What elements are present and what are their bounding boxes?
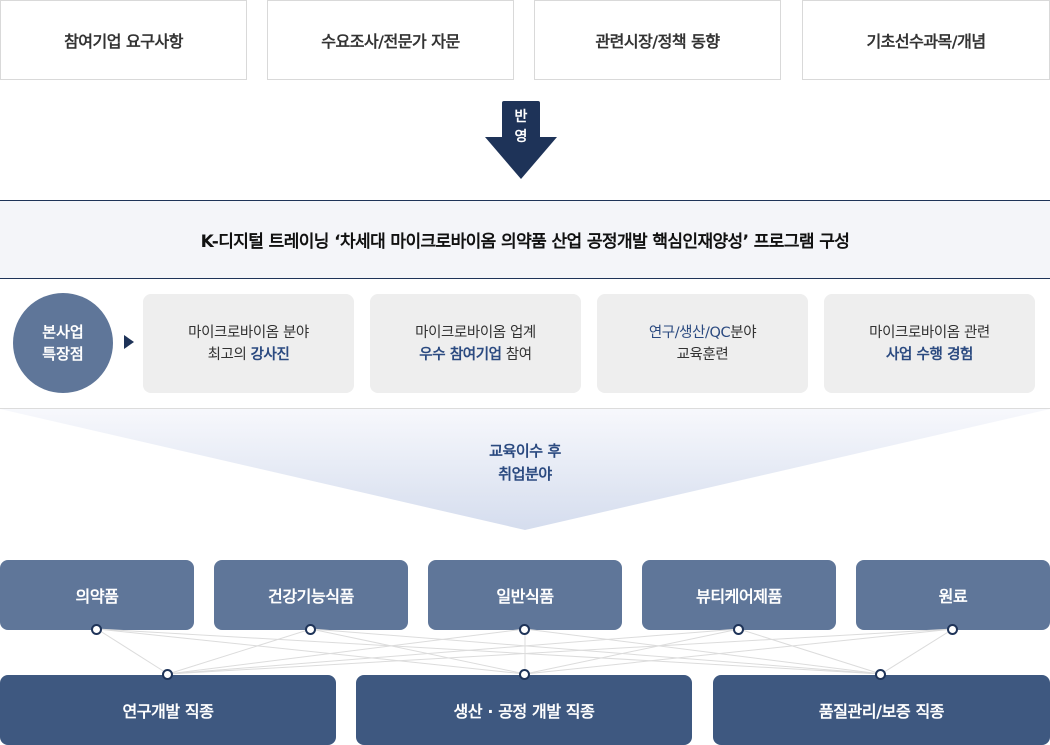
down-arrow-icon xyxy=(485,101,557,179)
feature-line1: 마이크로바이옴 관련 xyxy=(869,324,990,341)
input-box-survey-expert: 수요조사/전문가 자문 xyxy=(267,0,514,80)
feature-circle-line2: 특장점 xyxy=(42,345,84,363)
field-box-pharma: 의약품 xyxy=(0,560,194,630)
field-box-health-food: 건강기능식품 xyxy=(214,560,408,630)
feature-line2: 우수 참여기업 참여 xyxy=(419,346,532,363)
connector-dot xyxy=(875,669,886,680)
feature-line1: 마이크로바이옴 업계 xyxy=(415,324,536,341)
field-box-general-food: 일반식품 xyxy=(428,560,622,630)
input-label: 기초선수과목/개념 xyxy=(866,32,986,51)
connector-dot xyxy=(733,624,744,635)
input-label: 관련시장/정책 동향 xyxy=(595,32,720,51)
funnel-shape xyxy=(0,409,1050,530)
connector-dot xyxy=(91,624,102,635)
job-box-production: 생산 · 공정 개발 직종 xyxy=(356,675,692,745)
input-box-company-requirements: 참여기업 요구사항 xyxy=(0,0,247,80)
feature-highlight: 우수 참여기업 xyxy=(419,346,502,363)
section-divider xyxy=(0,408,1050,409)
connector-dot xyxy=(305,624,316,635)
feature-highlight: 사업 수행 경험 xyxy=(886,346,973,363)
job-box-quality: 품질관리/보증 직종 xyxy=(713,675,1050,745)
feature-circle: 본사업 특장점 xyxy=(13,293,113,393)
triangle-right-icon xyxy=(124,335,134,349)
feature-line2: 최고의 강사진 xyxy=(207,346,290,363)
connector-dot xyxy=(162,669,173,680)
feature-box-training: 연구/생산/QC분야 교육훈련 xyxy=(597,294,808,393)
program-title: K-디지털 트레이닝 ‘차세대 마이크로바이옴 의약품 산업 공정개발 핵심인재… xyxy=(200,232,850,252)
input-box-market-policy: 관련시장/정책 동향 xyxy=(534,0,781,80)
feature-box-instructors: 마이크로바이옴 분야 최고의 강사진 xyxy=(143,294,354,393)
feature-line1: 마이크로바이옴 분야 xyxy=(188,324,309,341)
input-box-basic-courses: 기초선수과목/개념 xyxy=(802,0,1050,80)
connector-dot xyxy=(947,624,958,635)
feature-line2: 교육훈련 xyxy=(676,346,729,363)
connector-dot xyxy=(519,669,530,680)
feature-highlight: 연구/생산/QC xyxy=(648,324,731,341)
feature-line1: 연구/생산/QC분야 xyxy=(648,324,757,341)
program-banner: K-디지털 트레이닝 ‘차세대 마이크로바이옴 의약품 산업 공정개발 핵심인재… xyxy=(0,200,1050,279)
reflect-label: 반 영 xyxy=(514,109,528,145)
feature-highlight: 강사진 xyxy=(250,346,290,363)
field-box-beauty-care: 뷰티케어제품 xyxy=(642,560,836,630)
job-box-rnd: 연구개발 직종 xyxy=(0,675,336,745)
input-label: 수요조사/전문가 자문 xyxy=(321,32,460,51)
field-box-raw-materials: 원료 xyxy=(856,560,1050,630)
input-label: 참여기업 요구사항 xyxy=(64,32,183,51)
reflect-arrow-icon: 반 영 xyxy=(483,101,559,179)
funnel-label: 교육이수 후 취업분야 xyxy=(489,442,561,483)
feature-box-experience: 마이크로바이옴 관련 사업 수행 경험 xyxy=(824,294,1035,393)
connector-dot xyxy=(519,624,530,635)
feature-circle-line1: 본사업 xyxy=(42,323,84,341)
feature-line2: 사업 수행 경험 xyxy=(886,344,973,366)
feature-box-companies: 마이크로바이옴 업계 우수 참여기업 참여 xyxy=(370,294,581,393)
